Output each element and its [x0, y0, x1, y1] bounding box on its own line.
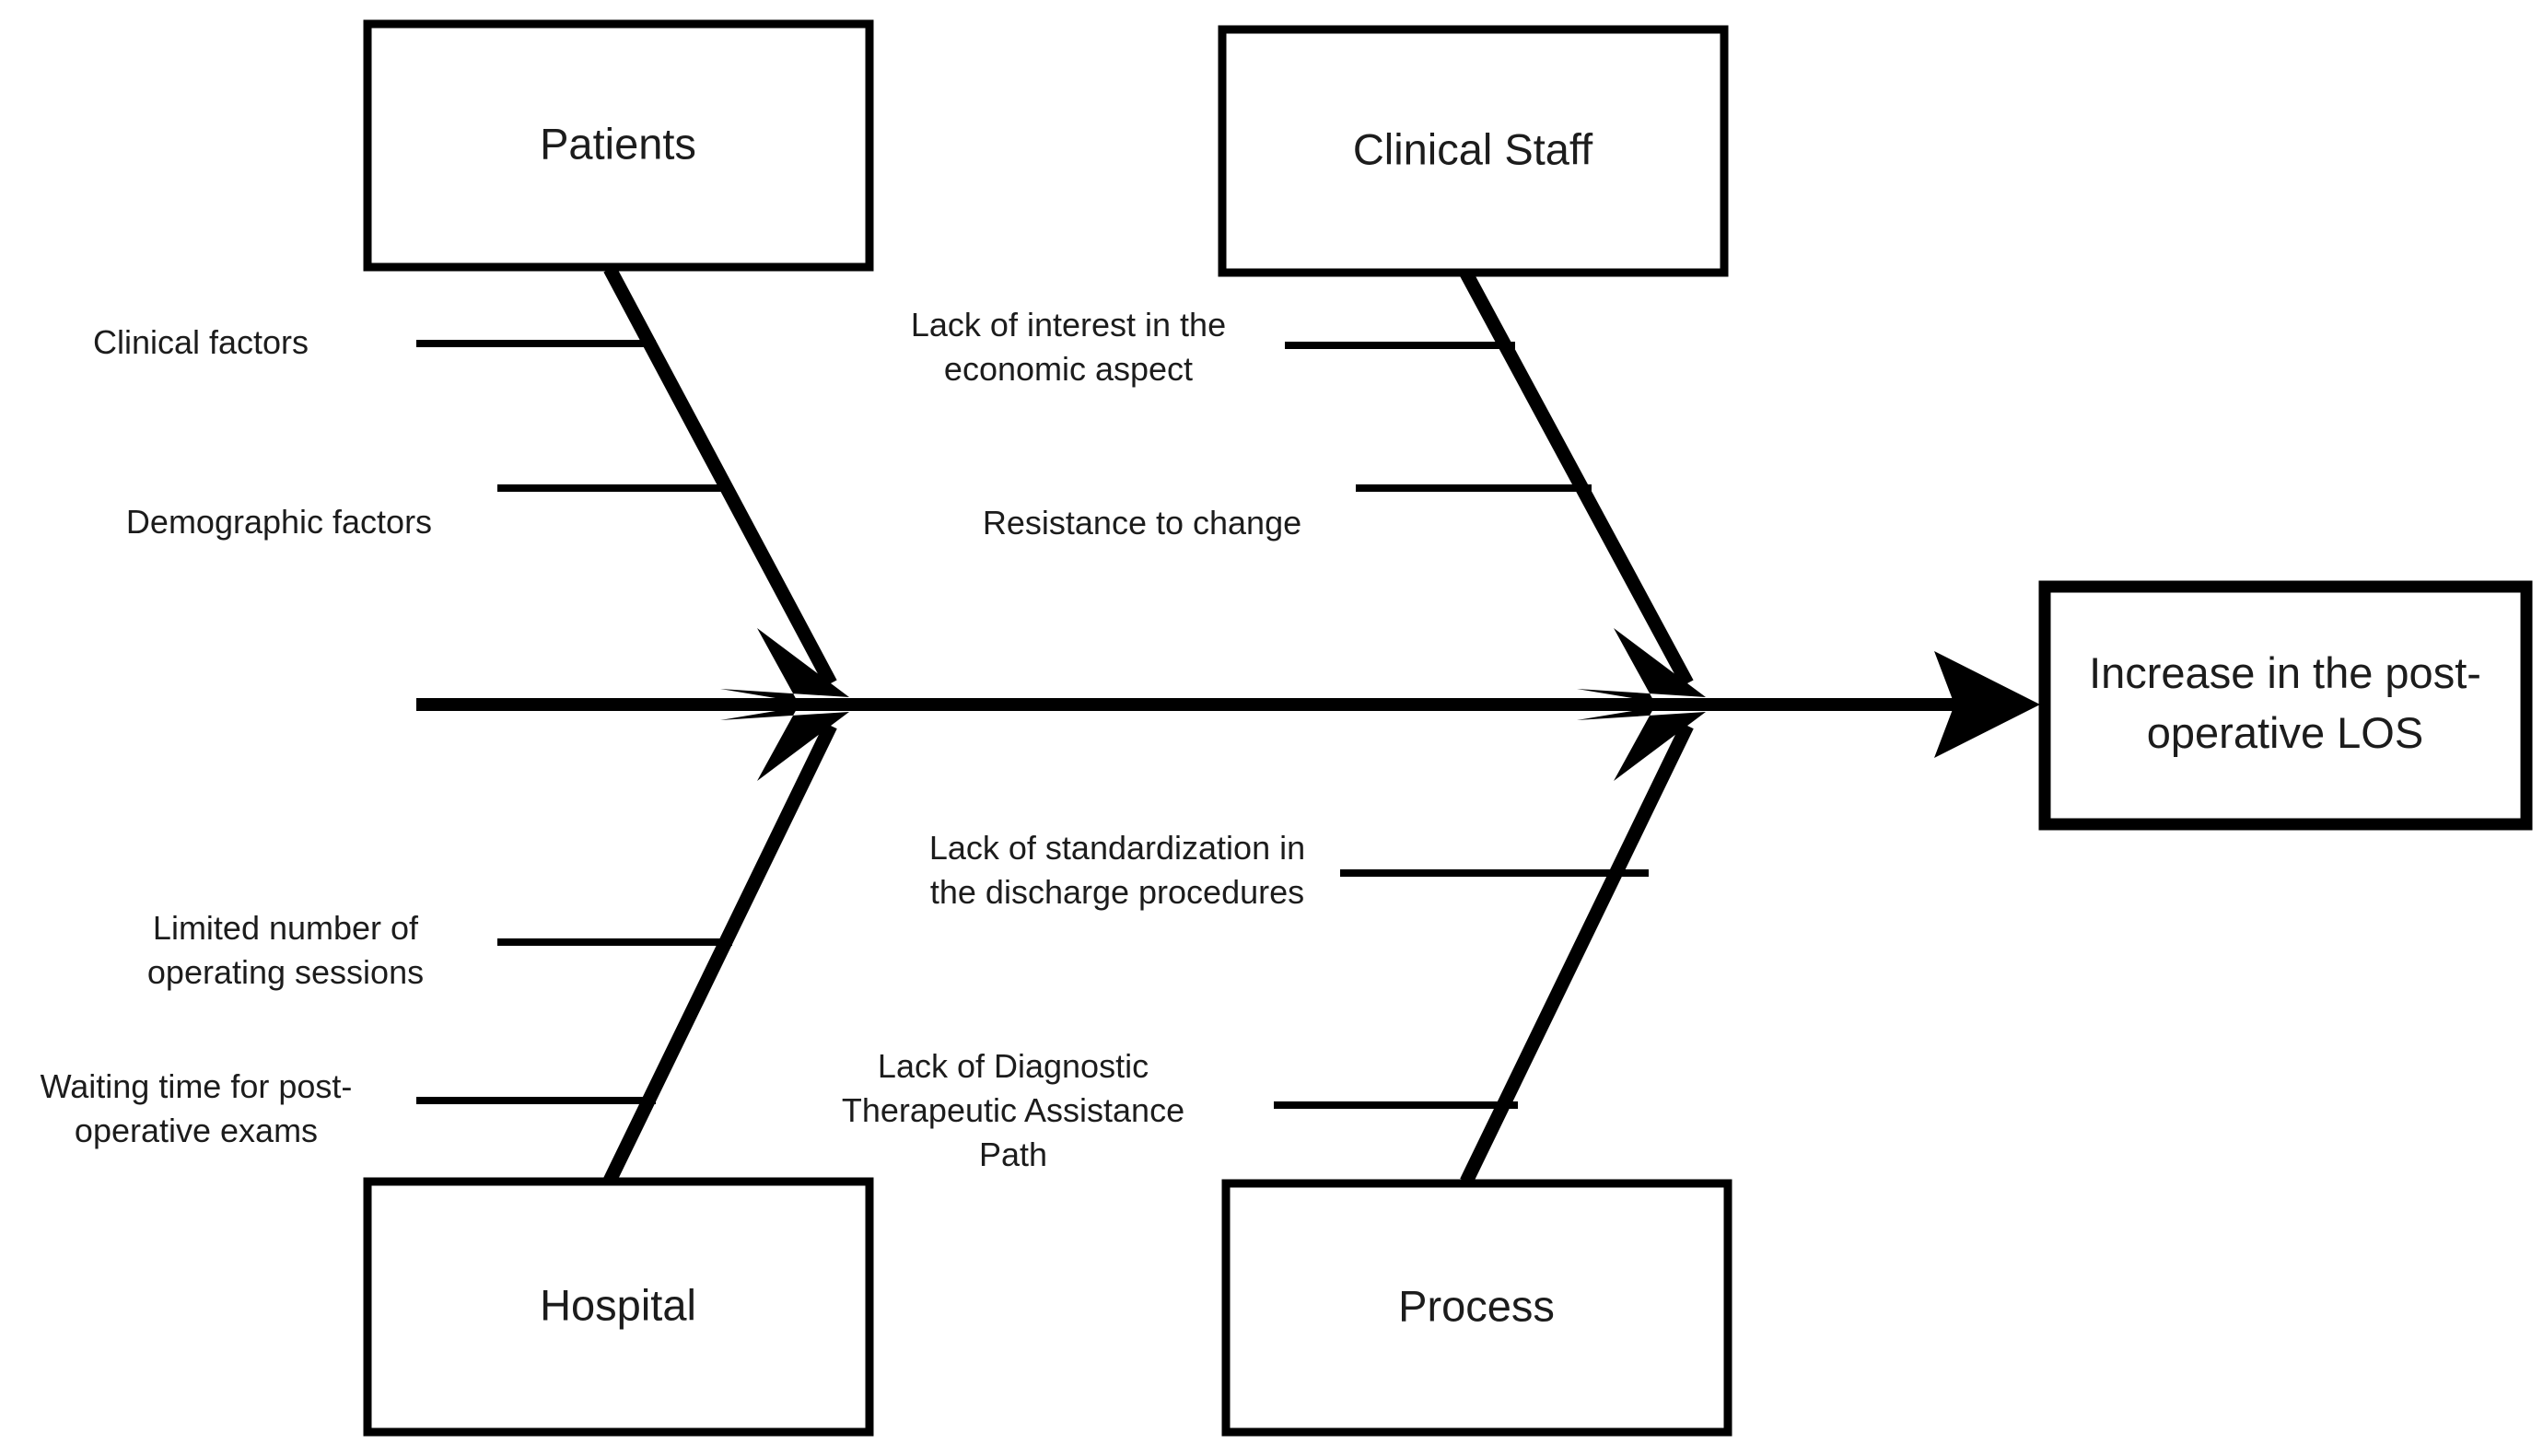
category-box-process[interactable]: Process: [1221, 1179, 1732, 1437]
effect-label-line-1: Increase in the post-: [2089, 648, 2481, 697]
cause-text-patients-2-line-1: Demographic factors: [126, 503, 432, 541]
cause-label-clinical-staff-2: Resistance to change: [983, 504, 1301, 542]
cause-label-process-1: Lack of standardization in the discharge…: [929, 829, 1305, 911]
effect-label-line-2: operative LOS: [2147, 708, 2423, 757]
process-arrowhead-icon: [1577, 707, 1706, 781]
cause-label-process-2: Lack of Diagnostic Therapeutic Assistanc…: [842, 1047, 1184, 1173]
category-box-clinical-staff[interactable]: Clinical Staff: [1218, 25, 1729, 277]
patients-box-rect: [363, 19, 874, 272]
category-box-hospital[interactable]: Hospital: [363, 1177, 874, 1437]
category-box-patients[interactable]: Patients: [363, 19, 874, 272]
hospital-box-label: Hospital: [540, 1280, 696, 1329]
cause-label-patients-2: Demographic factors: [126, 503, 432, 541]
cause-label-clinical-staff-1: Lack of interest in the economic aspect: [911, 306, 1226, 388]
cause-text-process-2-line-1: Lack of Diagnostic: [878, 1047, 1149, 1085]
cause-text-hospital-2-line-1: Waiting time for post-: [41, 1067, 353, 1105]
clinical-staff-arrowhead-icon: [1577, 628, 1706, 702]
effect-box-rect: [2038, 580, 2533, 831]
effect-box[interactable]: Increase in the post- operative LOS: [2038, 580, 2533, 831]
cause-label-hospital-1: Limited number of operating sessions: [147, 909, 424, 991]
cause-label-hospital-2: Waiting time for post- operative exams: [41, 1067, 353, 1149]
left-junction-arrowheads: [720, 628, 849, 781]
patients-box-label: Patients: [540, 119, 696, 168]
cause-text-clinical-staff-1-line-2: economic aspect: [944, 350, 1193, 388]
cause-text-hospital-1-line-1: Limited number of: [153, 909, 419, 947]
hospital-box-rect: [363, 1177, 874, 1437]
cause-text-process-2-line-2: Therapeutic Assistance: [842, 1091, 1184, 1129]
process-box-rect: [1221, 1179, 1732, 1437]
cause-text-process-1-line-1: Lack of standardization in: [929, 829, 1305, 867]
cause-text-clinical-staff-1-line-1: Lack of interest in the: [911, 306, 1226, 344]
main-spine-group: [416, 651, 2040, 758]
process-box-label: Process: [1398, 1281, 1555, 1330]
cause-text-hospital-1-line-2: operating sessions: [147, 953, 424, 991]
patients-arrowhead-icon: [720, 628, 849, 702]
clinical-staff-box-rect: [1218, 25, 1729, 277]
cause-text-patients-1-line-1: Clinical factors: [93, 323, 309, 361]
cause-label-patients-1: Clinical factors: [93, 323, 309, 361]
rib-process: [1460, 722, 1694, 1185]
spine-arrowhead-icon: [1934, 651, 2040, 758]
cause-text-process-2-line-3: Path: [979, 1136, 1047, 1173]
rib-patients: [603, 265, 837, 687]
cause-twig-lines: [416, 340, 1649, 1109]
category-rib-lines: [603, 265, 1694, 1185]
clinical-staff-box-label: Clinical Staff: [1353, 124, 1593, 173]
hospital-arrowhead-icon: [720, 707, 849, 781]
rib-hospital: [603, 722, 837, 1184]
rib-clinical-staff: [1460, 270, 1694, 687]
right-junction-arrowheads: [1577, 628, 1706, 781]
cause-text-process-1-line-2: the discharge procedures: [930, 873, 1304, 911]
cause-text-clinical-staff-2-line-1: Resistance to change: [983, 504, 1301, 542]
cause-text-hospital-2-line-2: operative exams: [75, 1112, 318, 1149]
